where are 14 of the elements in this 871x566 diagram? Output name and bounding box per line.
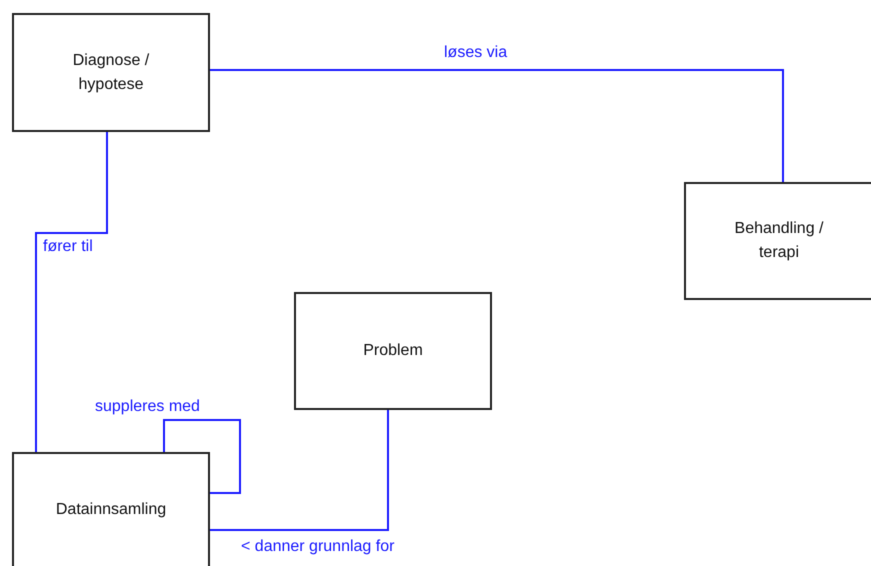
edge-label: < danner grunnlag for [240, 538, 396, 556]
connector-line [210, 410, 389, 531]
process-box [294, 292, 492, 410]
connector-line [210, 69, 784, 182]
edge-label: suppleres med [94, 398, 201, 416]
connector-line [35, 132, 108, 452]
box-label: Diagnose / hypotese [72, 50, 150, 94]
box-label: Datainnsamling [56, 500, 166, 520]
box-label: Behandling / terapi [734, 219, 824, 263]
process-box [12, 452, 210, 566]
process-box [12, 13, 210, 132]
box-label: Problem [363, 341, 423, 361]
connector-line [163, 419, 241, 494]
process-box [684, 182, 871, 300]
